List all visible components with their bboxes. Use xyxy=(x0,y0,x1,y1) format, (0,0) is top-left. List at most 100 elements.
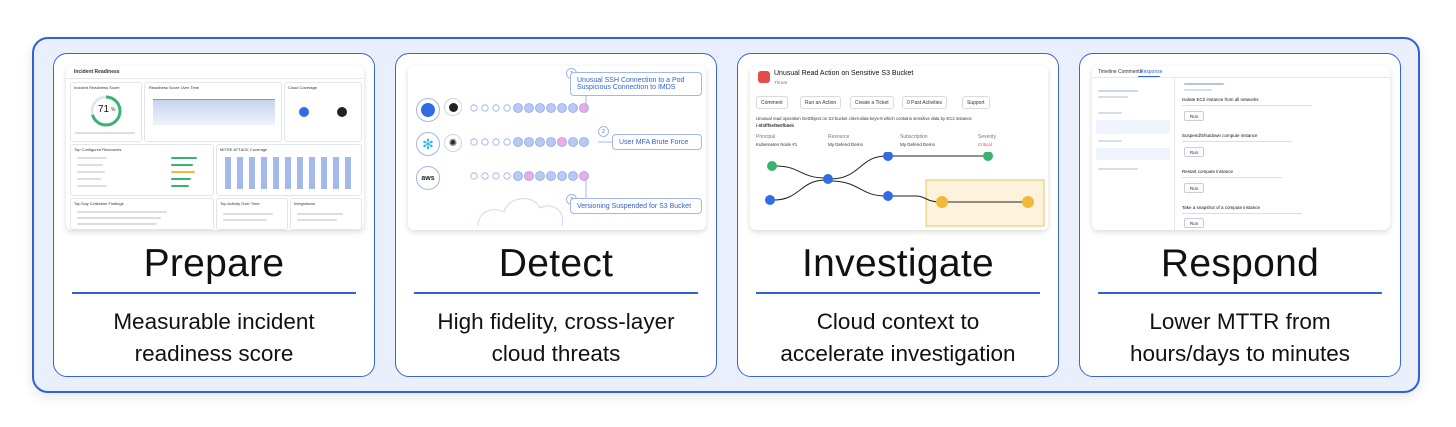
mitre-title: MITRE ATT&CK Coverage xyxy=(220,147,268,152)
card-detect: ✻ aws ✺ 1 Unusual SSH Connection to a Po… xyxy=(395,53,717,377)
comment-button[interactable]: Comment xyxy=(756,96,788,109)
integrations-panel: Integrations xyxy=(290,198,362,230)
signal-dot xyxy=(492,138,500,146)
mitre-grid xyxy=(225,157,351,189)
sidebar-item[interactable] xyxy=(1096,148,1170,160)
title-underline xyxy=(1098,292,1382,294)
field-subscription-value[interactable]: My Defend Demo xyxy=(900,142,936,147)
score-value: 71 xyxy=(98,104,110,115)
activity-title: Top Activity Over Time xyxy=(220,201,260,206)
run-action-button[interactable]: Run an Action xyxy=(800,96,842,109)
trend-panel: Readiness Score Over Time xyxy=(144,82,282,142)
desc-line: High fidelity, cross-layer xyxy=(437,309,675,334)
title-underline xyxy=(756,292,1040,294)
alert-ssh-imds[interactable]: Unusual SSH Connection to a Pod Suspicio… xyxy=(570,72,702,96)
openai-icon: ✺ xyxy=(444,134,462,152)
card-title: Investigate xyxy=(802,242,994,285)
signal-dot xyxy=(568,103,578,113)
past-activities-button[interactable]: 0 Past Activities xyxy=(902,96,948,109)
aws-icon: aws xyxy=(416,166,440,190)
desc-line: hours/days to minutes xyxy=(1129,341,1351,366)
detect-screenshot: ✻ aws ✺ 1 Unusual SSH Connection to a Po… xyxy=(408,66,706,230)
signal-dot xyxy=(481,138,489,146)
signal-dot xyxy=(524,171,534,181)
coverage-panel: Cloud Coverage xyxy=(284,82,362,142)
field-principal-value[interactable]: Kubernetes Node #1 xyxy=(756,142,798,147)
field-principal-label: Principal xyxy=(756,134,776,140)
run-snapshot-button[interactable]: Run xyxy=(1184,218,1204,228)
field-resource-label: Resource xyxy=(828,134,850,140)
signal-dot xyxy=(503,138,511,146)
action-isolate-title: Isolate EC2 instance from all networks xyxy=(1182,97,1259,102)
alert-badge: 2 xyxy=(598,126,609,137)
field-resource-value[interactable]: My Defend Demo xyxy=(828,142,864,147)
card-description: Lower MTTR from hours/days to minutes xyxy=(1088,306,1392,370)
response-sidebar xyxy=(1092,78,1175,230)
signal-dot xyxy=(513,137,523,147)
run-suspend-button[interactable]: Run xyxy=(1184,147,1204,157)
tab-comments[interactable]: Comments xyxy=(1118,69,1143,75)
signal-dot xyxy=(470,138,478,146)
run-restart-button[interactable]: Run xyxy=(1184,183,1204,193)
prepare-screenshot: Incident Readiness Incident Readiness Sc… xyxy=(66,66,364,230)
signal-dot xyxy=(535,103,545,113)
signal-dot xyxy=(579,103,589,113)
signal-dot xyxy=(579,171,589,181)
signal-dot xyxy=(568,171,578,181)
desc-line: accelerate investigation xyxy=(780,341,1016,366)
findings-panel: Top Day Collection Findings xyxy=(70,198,214,230)
signal-dot xyxy=(524,103,534,113)
desc-line: Cloud context to xyxy=(816,309,980,334)
card-respond: Timeline Comments Response Isolate EC2 i… xyxy=(1079,53,1401,377)
desc-line: cloud threats xyxy=(491,341,621,366)
signal-dot xyxy=(579,137,589,147)
linux-icon xyxy=(337,107,347,117)
signal-dot xyxy=(546,103,556,113)
trend-line xyxy=(153,99,275,100)
tab-timeline[interactable]: Timeline xyxy=(1098,69,1117,75)
severity-badge: Critical xyxy=(978,142,992,147)
alert-mfa-brute-force[interactable]: User MFA Brute Force xyxy=(612,134,702,150)
trend-area xyxy=(153,99,275,125)
instance-id: i-0f4fff5ef8e0fb5eb xyxy=(756,123,794,128)
alert-s3-versioning[interactable]: Versioning Suspended for S3 Bucket xyxy=(570,198,702,214)
tab-response[interactable]: Response xyxy=(1140,69,1163,75)
respond-screenshot: Timeline Comments Response Isolate EC2 i… xyxy=(1092,66,1390,230)
prepare-header: Incident Readiness xyxy=(74,69,120,75)
signal-dot xyxy=(503,172,511,180)
signal-dot xyxy=(524,137,534,147)
desc-line: Lower MTTR from xyxy=(1149,309,1331,334)
signal-dot xyxy=(557,103,567,113)
coverage-title: Cloud Coverage xyxy=(288,85,317,90)
score-unit: % xyxy=(111,107,116,113)
alert-text: Versioning Suspended for S3 Bucket xyxy=(577,202,692,210)
run-isolate-button[interactable]: Run xyxy=(1184,111,1204,121)
investigate-sub: Threat xyxy=(774,80,788,85)
investigate-header: Unusual Read Action on Sensitive S3 Buck… xyxy=(774,70,914,77)
create-ticket-button[interactable]: Create a Ticket xyxy=(850,96,894,109)
alert-text: User MFA Brute Force xyxy=(619,138,689,146)
signal-dot xyxy=(492,104,500,112)
card-title: Respond xyxy=(1160,242,1320,285)
mitre-panel: MITRE ATT&CK Coverage xyxy=(216,144,362,196)
trend-title: Readiness Score Over Time xyxy=(149,85,200,90)
card-prepare: Incident Readiness Incident Readiness Sc… xyxy=(53,53,375,377)
action-restart-title: Restart compute instance xyxy=(1182,169,1234,174)
signal-dot xyxy=(513,103,523,113)
kubernetes-icon xyxy=(416,98,440,122)
sidebar-item-selected[interactable] xyxy=(1096,120,1170,134)
divider xyxy=(66,78,364,79)
aws-label: aws xyxy=(421,174,435,182)
card-description: Measurable incident readiness score xyxy=(62,306,366,370)
support-button[interactable]: Support xyxy=(962,96,990,109)
github-icon xyxy=(444,98,462,116)
field-subscription-label: Subscription xyxy=(900,134,928,140)
integrations-title: Integrations xyxy=(294,201,315,206)
signal-dot xyxy=(557,171,567,181)
desc-line: readiness score xyxy=(134,341,294,366)
activity-panel: Top Activity Over Time xyxy=(216,198,288,230)
card-description: High fidelity, cross-layer cloud threats xyxy=(404,306,708,370)
investigate-screenshot: Unusual Read Action on Sensitive S3 Buck… xyxy=(750,66,1048,230)
signal-dot xyxy=(513,171,523,181)
card-description: Cloud context to accelerate investigatio… xyxy=(746,306,1050,370)
